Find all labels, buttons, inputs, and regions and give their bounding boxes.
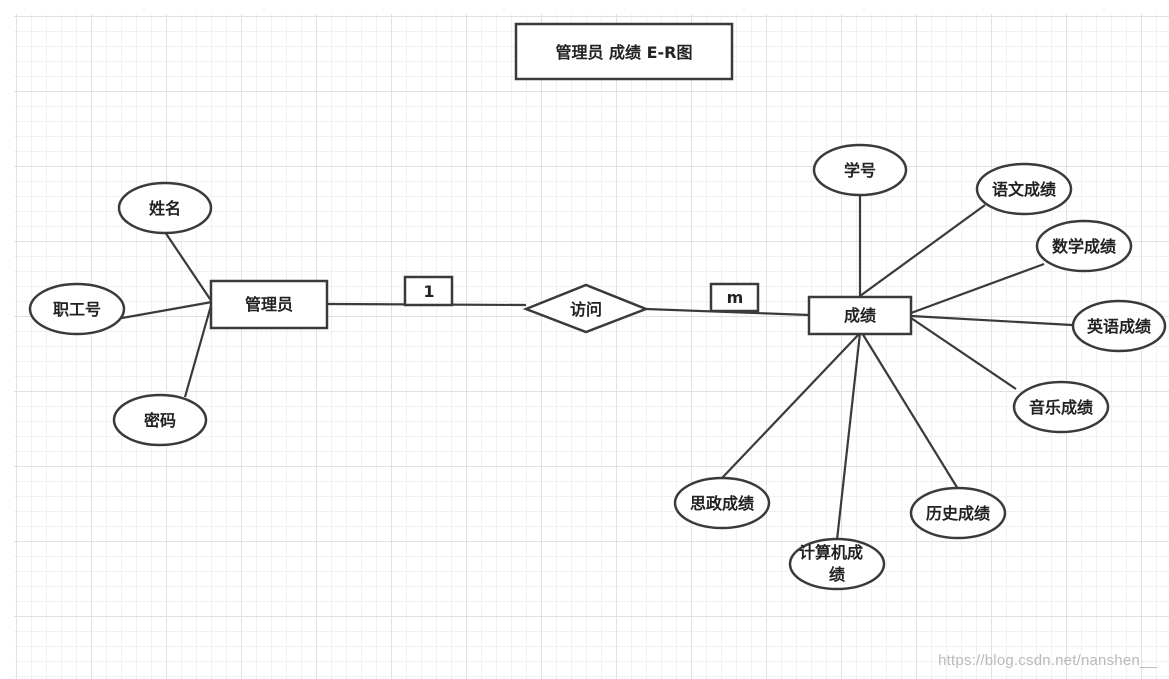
attr-password-label: 密码 (143, 411, 176, 430)
edge-score-history (861, 332, 959, 490)
attr-music-label: 音乐成绩 (1029, 398, 1093, 417)
attr-name-label: 姓名 (149, 199, 181, 218)
attr-english-label: 英语成绩 (1086, 317, 1151, 336)
entity-score-label: 成绩 (844, 306, 876, 325)
relationship-visit-label: 访问 (570, 300, 602, 319)
edges (121, 195, 1073, 541)
diagram-title: 管理员 成绩 E-R图 (514, 22, 734, 81)
attr-computer-label-line2: 绩 (829, 565, 845, 584)
watermark: https://blog.csdn.net/nanshen__ (938, 652, 1157, 669)
edge-score-computer (835, 332, 862, 541)
edge-score-math (910, 262, 1045, 315)
diagram-title-text: 管理员 成绩 E-R图 (555, 43, 692, 62)
cardinality-score-label: m (727, 288, 744, 307)
edge-score-politics (721, 332, 861, 479)
attr-student-id: 学号 (812, 143, 908, 197)
cardinality-admin-label: 1 (423, 282, 434, 301)
relationship-visit: 访问 (522, 283, 650, 334)
diagram-canvas (14, 14, 1169, 679)
attr-math-label: 数学成绩 (1052, 237, 1116, 256)
entity-admin-label: 管理员 (245, 295, 293, 314)
attr-staff-id: 职工号 (28, 282, 126, 336)
entity-admin: 管理员 (209, 279, 329, 330)
attr-history: 历史成绩 (909, 486, 1007, 540)
cardinality-admin-side: 1 (403, 275, 454, 307)
attr-chinese: 语文成绩 (975, 162, 1073, 216)
edge-score-music (910, 317, 1017, 390)
entity-score: 成绩 (807, 295, 913, 336)
edge-score-chinese (859, 204, 986, 297)
attr-name: 姓名 (117, 181, 213, 235)
attr-student-id-label: 学号 (844, 161, 876, 180)
attr-password: 密码 (112, 393, 208, 447)
attr-chinese-label: 语文成绩 (992, 180, 1056, 199)
attr-math: 数学成绩 (1035, 219, 1133, 273)
attr-computer-label-line1: 计算机成 (799, 543, 863, 562)
edge-score-english (910, 314, 1073, 327)
edge-admin-name (164, 231, 213, 303)
attr-english: 英语成绩 (1071, 299, 1167, 353)
attr-staff-id-label: 职工号 (53, 300, 101, 319)
attr-politics: 思政成绩 (673, 476, 771, 530)
cardinality-score-side: m (709, 282, 760, 313)
edge-admin-staff-id (121, 300, 213, 320)
attr-politics-label: 思政成绩 (690, 494, 754, 513)
attr-computer: 计算机成 绩 (788, 537, 886, 591)
attr-history-label: 历史成绩 (926, 504, 990, 523)
attr-music: 音乐成绩 (1012, 380, 1110, 434)
edge-admin-password (183, 301, 214, 398)
